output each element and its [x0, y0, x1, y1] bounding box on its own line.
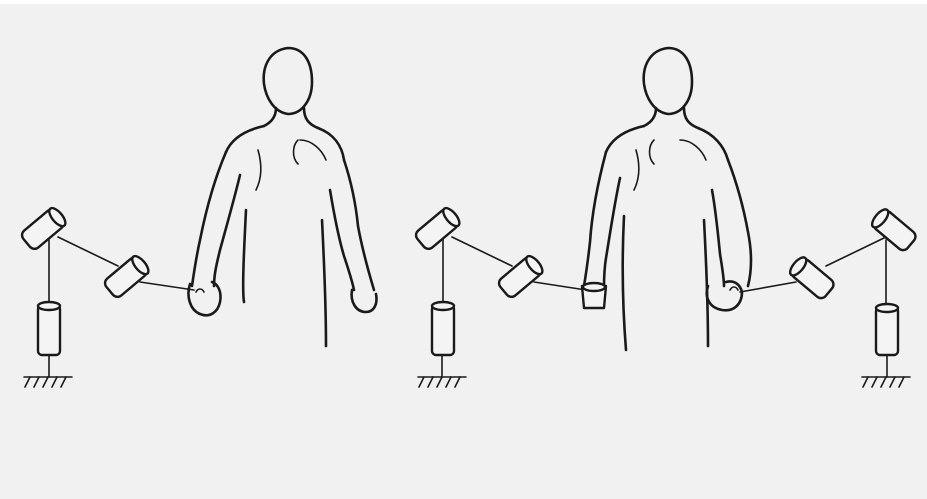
middle-ground-symbol [418, 355, 466, 387]
middle-cable-segment [452, 237, 512, 266]
right-ground-symbol [862, 355, 910, 387]
left-cable-to-hand [140, 282, 194, 290]
left-weight-cylinder [38, 302, 60, 355]
right-top-pulley [869, 207, 918, 253]
middle-panel [414, 48, 796, 387]
left-ground-symbol [24, 355, 72, 387]
left-second-pulley [103, 254, 152, 300]
left-cable-segment [58, 237, 118, 266]
right-panel-station [787, 207, 918, 387]
right-second-pulley [787, 255, 836, 301]
left-top-pulley [20, 206, 69, 252]
middle-weight-cylinder [432, 302, 454, 355]
left-human-figure [188, 48, 376, 346]
middle-cable-to-hand [534, 282, 586, 290]
middle-second-pulley [497, 254, 546, 300]
right-weight-cylinder [876, 304, 898, 355]
right-cable-segment [826, 238, 884, 266]
left-panel [20, 48, 377, 387]
right-human-figure [582, 48, 751, 350]
middle-top-pulley [414, 206, 463, 252]
